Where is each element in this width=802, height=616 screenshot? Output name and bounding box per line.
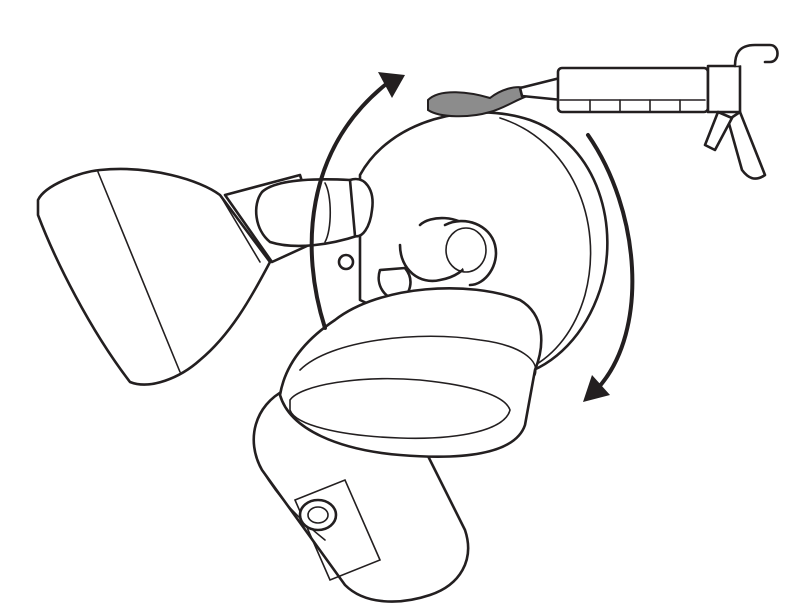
floodlight-head (36, 167, 272, 386)
arrowhead-down-icon (583, 375, 610, 402)
rotate-up-arrow (309, 83, 387, 330)
rotate-down-arrow (586, 133, 635, 390)
floodlight-arm (223, 173, 374, 264)
rotation-arrows (309, 72, 635, 402)
lower-light (278, 287, 543, 458)
sealant-bead (427, 86, 532, 118)
camera-lens-icon (298, 498, 338, 532)
caulk-gun (518, 43, 779, 180)
arrowhead-up-icon (378, 72, 405, 98)
